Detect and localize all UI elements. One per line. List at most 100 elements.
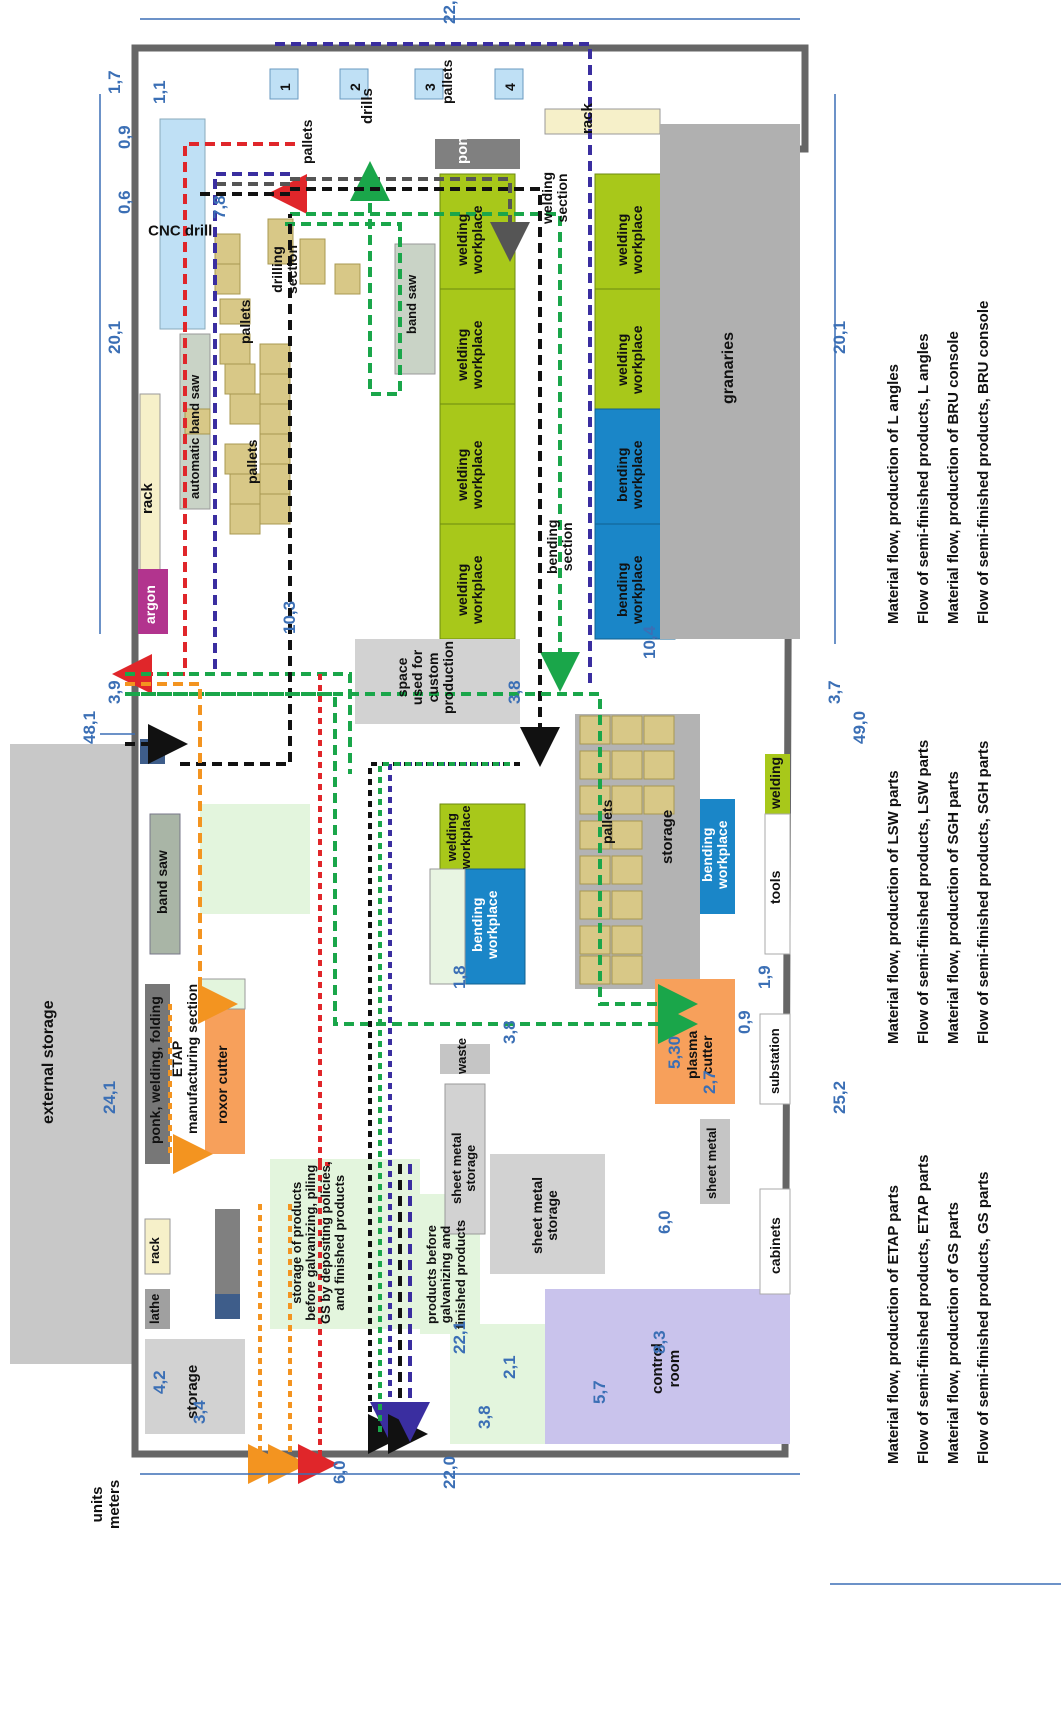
bending-workplace-3-block [700, 799, 735, 914]
blue-small-1 [215, 1294, 240, 1319]
label-etap-section: ETAP manufacturing section [169, 983, 201, 1134]
label-substation: substation [767, 1028, 782, 1094]
control-room-block [545, 1289, 790, 1444]
bending-column [594, 408, 676, 640]
substation-block [759, 1013, 791, 1105]
dim-3-4: 3,4 [190, 1400, 209, 1424]
granaries-block [660, 124, 800, 639]
label-argon: argon [142, 585, 158, 624]
label-roxor-cutter: roxor cutter [214, 1045, 230, 1124]
label-welding-workplace-7: welding workplace [444, 805, 474, 869]
dim-1-1: 1,1 [150, 80, 169, 104]
storage-pallets [579, 715, 675, 985]
band-saw-left-block [149, 813, 181, 955]
label-pallets-2: pallets [244, 439, 260, 484]
label-space-custom: space used for custom production [394, 640, 457, 714]
label-sheet-metal: sheet metal [704, 1127, 719, 1199]
label-cnc-drill: CNC drill [148, 222, 213, 240]
units-label: units meters [89, 1479, 123, 1529]
label-welding-workplace-6: welding workplace [614, 325, 646, 394]
label-waste: waste [454, 1037, 469, 1074]
dim-48-1: 48,1 [80, 710, 99, 744]
legend-item-lsw-material: Material flow, production of LSW parts [885, 770, 902, 1044]
space-custom-block [355, 639, 520, 724]
legend-item-etap-material: Material flow, production of ETAP parts [885, 1185, 902, 1464]
welding-column-1 [439, 173, 516, 640]
dim-3-7: 3,7 [825, 680, 844, 704]
label-storage-products-before: storage of products before galvanizing, … [289, 1161, 347, 1324]
label-pallets-storage: pallets [599, 799, 615, 844]
label-sheet-metal-storage-1: sheet metal storage [449, 1132, 479, 1204]
pallet-blocks [184, 218, 361, 535]
label-ponk-top: ponk [454, 128, 471, 164]
legend-item-sgh-semi: Flow of semi-finished products, SGH part… [975, 740, 992, 1044]
sheet-metal-block [700, 1119, 730, 1204]
storage-mid-block [575, 714, 700, 989]
machine-1-label: 1 [277, 83, 293, 91]
label-rack-top: rack [579, 103, 596, 134]
dim-1-7: 1,7 [105, 70, 124, 94]
etap-block [145, 984, 170, 1164]
legend-item-gs-material: Material flow, production of GS parts [945, 1202, 962, 1464]
legend-item-etap-semi: Flow of semi-finished products, ETAP par… [915, 1154, 932, 1464]
legend-item-bru-material: Material flow, production of BRU console [945, 331, 962, 624]
dim-10-3: 10,3 [280, 600, 299, 634]
machine-boxes [269, 68, 524, 100]
dim-10-4: 10,4 [640, 625, 659, 659]
dim-20-1b: 20,1 [830, 320, 849, 354]
dim-3-9: 3,9 [105, 680, 124, 704]
storage-bottom-block [145, 1339, 245, 1434]
label-lathe: lathe [147, 1293, 162, 1324]
argon-block [138, 569, 168, 634]
dim-0-6: 0,6 [115, 190, 134, 214]
bending-gray-block [429, 868, 466, 985]
label-automatic-band-saw: automatic band saw [187, 374, 202, 499]
dim-4-2: 4,2 [150, 1370, 169, 1394]
dim-3-8b: 3,8 [500, 1020, 519, 1044]
rack-top-block [544, 108, 661, 135]
dim-7-8: 7,8 [210, 195, 229, 219]
label-bending-section: bending section [544, 519, 576, 574]
dim-22-1: 22,1 [450, 1320, 469, 1354]
dim-1-9: 1,9 [755, 965, 774, 989]
machine-2-label: 2 [347, 83, 363, 91]
dim-0-9a: 0,9 [115, 125, 134, 149]
dim-5-7: 5,7 [590, 1380, 609, 1404]
label-cabinets: cabinets [767, 1217, 783, 1274]
label-band-saw-top: band saw [404, 274, 419, 334]
label-storage-mid: storage [659, 809, 676, 864]
external-storage-area [10, 744, 135, 1364]
label-pallets-3: pallets [299, 119, 315, 164]
label-welding-workplace-2: welding workplace [454, 320, 486, 389]
label-welding-workplace-3: welding workplace [454, 440, 486, 509]
dim-2-1: 2,1 [500, 1355, 519, 1379]
label-rack-left: rack [139, 483, 156, 514]
label-granaries: granaries [720, 331, 737, 404]
dim-6-0a: 6,0 [655, 1210, 674, 1234]
label-welding-workplace-4: welding workplace [454, 555, 486, 624]
label-rack-bottom: rack [147, 1237, 162, 1264]
machine-4-label: 4 [502, 83, 518, 91]
label-ponk-welding-folding: ponk, welding, folding [147, 996, 163, 1144]
label-welding-workplace-1: welding workplace [454, 205, 486, 274]
label-drills: drills [359, 88, 376, 124]
dim-6-0b: 6,0 [330, 1460, 349, 1484]
green-zone-2 [450, 1324, 545, 1444]
label-sheet-metal-storage-2: sheet metal storage [529, 1176, 561, 1254]
label-bending-workplace-4: bending workplace [469, 890, 501, 959]
label-welding-right: welding [767, 756, 783, 809]
rack-bottom-block [144, 1218, 171, 1275]
sheet-metal-storage-2-block [490, 1154, 605, 1274]
dim-0-9b: 0,9 [735, 1010, 754, 1034]
dim-49-0: 49,0 [850, 710, 869, 744]
dim-5-30: 5,30 [665, 1035, 684, 1069]
storage-products-block [270, 1159, 420, 1329]
lathe-block [145, 1289, 170, 1329]
waste-block [440, 1044, 490, 1074]
band-saw-top-block [394, 243, 436, 375]
dim-22-0: 22,0 [440, 1455, 459, 1489]
label-bending-workplace-2: bending workplace [614, 555, 646, 624]
label-welding-workplace-5: welding workplace [614, 205, 646, 274]
